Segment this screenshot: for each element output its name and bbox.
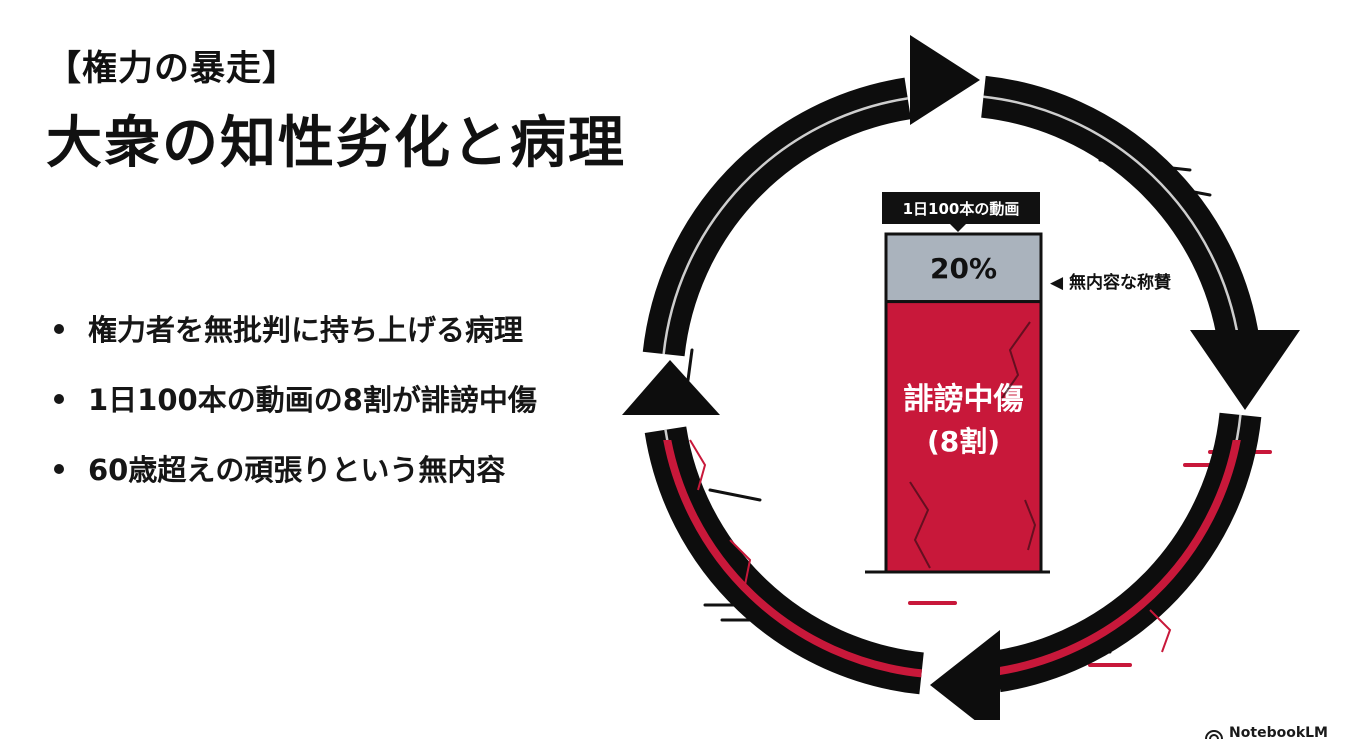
bar-segment-defamation [884, 300, 1043, 574]
bullet-item: 60歳超えの頑張りという無内容 [54, 448, 537, 518]
slide-title: 大衆の知性劣化と病理 [46, 111, 626, 176]
brand-footer: NotebookLM [1205, 725, 1328, 741]
bullet-item: 権力者を無批判に持ち上げる病理 [54, 308, 537, 378]
bullet-dot [54, 394, 64, 404]
bullet-list: 権力者を無批判に持ち上げる病理 1日100本の動画の8割が誹謗中傷 60歳超えの… [54, 308, 537, 518]
bullet-item: 1日100本の動画の8割が誹謗中傷 [54, 378, 537, 448]
cycle-diagram: 1日100本の動画 20% 誹謗中傷 (8割) ◀ 無内容な称賛 [622, 35, 1300, 720]
segment-label-defamation: 誹謗中傷 [904, 382, 1024, 417]
brand-name: NotebookLM [1229, 725, 1328, 741]
bullet-dot [54, 324, 64, 334]
bullet-text: 60歳超えの頑張りという無内容 [88, 453, 506, 487]
segment-sublabel-ratio: (8割) [927, 425, 1000, 458]
segment-label-percent: 20% [930, 252, 997, 285]
bullet-text: 権力者を無批判に持ち上げる病理 [88, 313, 524, 347]
bullet-dot [54, 464, 64, 474]
cycle-arrowheads [622, 35, 1300, 720]
stacked-bar: 20% 誹謗中傷 (8割) [884, 232, 1043, 574]
side-note-praise: ◀ 無内容な称賛 [1050, 272, 1171, 293]
notebooklm-logo-icon [1205, 730, 1224, 740]
bar-header-label: 1日100本の動画 [903, 200, 1020, 218]
bar-cracks [909, 321, 1037, 569]
slide-kicker: 【権力の暴走】 [46, 49, 299, 89]
crack-lines [689, 439, 1172, 653]
bar-header-tag: 1日100本の動画 [882, 192, 1040, 232]
bullet-text: 1日100本の動画の8割が誹謗中傷 [88, 383, 537, 417]
